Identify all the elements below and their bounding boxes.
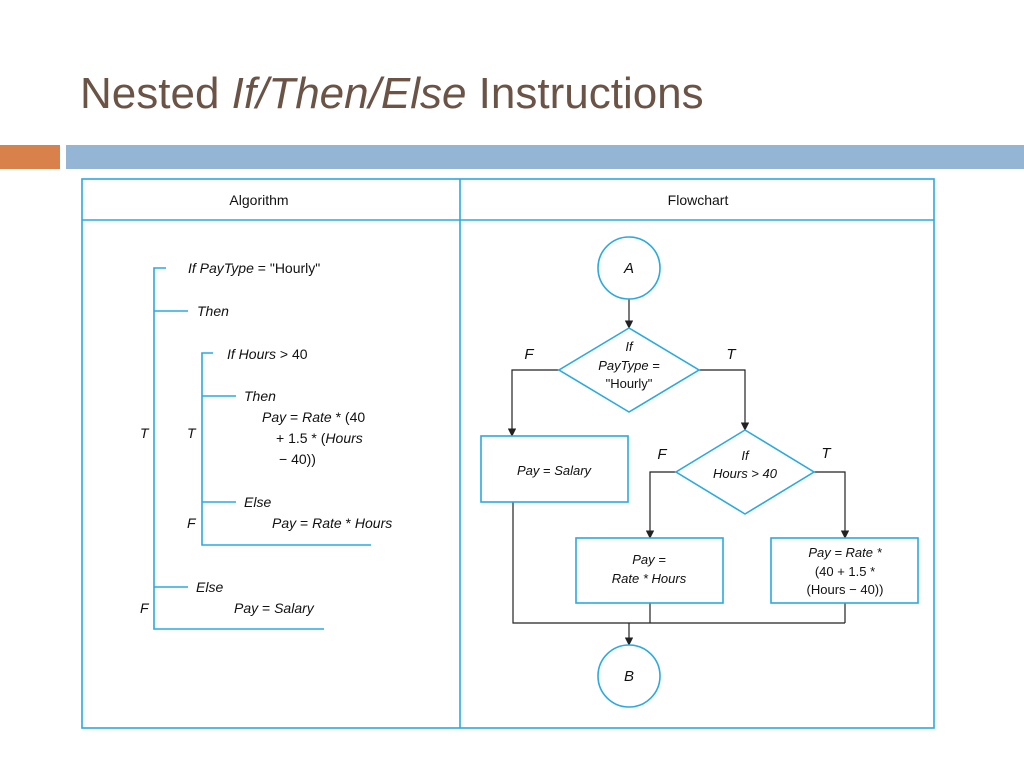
algorithm-label-f-outer: F (140, 600, 150, 616)
decision1-diamond (557, 327, 701, 413)
process-salary-label: Pay = Salary (517, 463, 593, 478)
decision1-true-label: T (726, 346, 737, 363)
decision2-false-label: F (657, 446, 667, 463)
title-part-1: Nested (80, 69, 220, 118)
process-overtime-line-3: (Hours − 40)) (807, 582, 884, 597)
process-hours-line-1: Pay = (632, 552, 666, 567)
arrow-decision2-false (645, 471, 676, 539)
decision1-line-1: If (625, 339, 634, 354)
algorithm-pay-overtime-line-2: + 1.5 * (Hours (276, 430, 363, 446)
process-hours-line-2: Rate * Hours (612, 571, 687, 586)
algorithm-inner-else: Else (244, 494, 271, 510)
flowchart-text: A B If PayType = "Hourly" F T Pay = Sala… (517, 260, 884, 685)
process-overtime-line-2: (40 + 1.5 * (815, 564, 875, 579)
algorithm-inner-if: If Hours > 40 (227, 346, 308, 362)
connector-a-label: A (623, 260, 634, 277)
algorithm-outer-if: If PayType = "Hourly" (188, 260, 320, 276)
algorithm-label-t-inner: T (187, 425, 197, 441)
decision1-line-2: PayType = (598, 358, 660, 373)
table-frame (81, 178, 935, 729)
algorithm-header: Algorithm (229, 192, 288, 208)
outer-bracket (153, 267, 324, 630)
arrow-decision2-true (814, 471, 850, 539)
algorithm-pay-salary: Pay = Salary (234, 600, 315, 616)
algorithm-label-f-inner: F (187, 515, 197, 531)
algorithm-outer-else: Else (196, 579, 223, 595)
process-overtime-line-1: Pay = Rate * (808, 545, 882, 560)
algorithm-text: If PayType = "Hourly" Then If Hours > 40… (140, 260, 392, 616)
algorithm-pay-overtime-line-3: − 40)) (279, 451, 316, 467)
decision2-true-label: T (821, 445, 832, 462)
process-salary-box (480, 435, 629, 503)
decision2-line-1: If (741, 448, 750, 463)
connector-a-circle (597, 236, 661, 300)
process-overtime-box (770, 537, 919, 604)
connector-b-circle (597, 644, 661, 708)
algorithm-label-t-outer: T (140, 425, 150, 441)
algorithm-inner-then: Then (244, 388, 276, 404)
title-part-2: If/Then/Else (231, 69, 467, 118)
page-title: Nested If/Then/Else Instructions (80, 66, 704, 122)
flowchart-header: Flowchart (668, 192, 729, 208)
flowchart-shapes (480, 236, 919, 708)
algorithm-outer-then: Then (197, 303, 229, 319)
decision2-diamond (674, 429, 816, 515)
decision1-false-label: F (524, 346, 534, 363)
algorithm-pay-overtime-line-1: Pay = Rate * (40 (262, 409, 365, 425)
decision2-line-2: Hours > 40 (713, 466, 778, 481)
table-border (81, 178, 935, 729)
algorithm-brackets (153, 267, 371, 630)
accent-bar-orange (0, 145, 60, 169)
algorithm-pay-hours: Pay = Rate * Hours (272, 515, 392, 531)
merge-line (512, 502, 845, 624)
process-hours-box (575, 537, 724, 604)
flowchart-connectors (507, 299, 850, 646)
connector-b-label: B (624, 668, 634, 685)
arrow-decision1-false (507, 369, 559, 437)
decision1-line-3: "Hourly" (606, 376, 653, 391)
accent-bar-blue (66, 145, 1024, 169)
arrow-decision1-true (699, 369, 750, 431)
inner-bracket (201, 352, 371, 546)
title-part-3: Instructions (478, 69, 704, 118)
